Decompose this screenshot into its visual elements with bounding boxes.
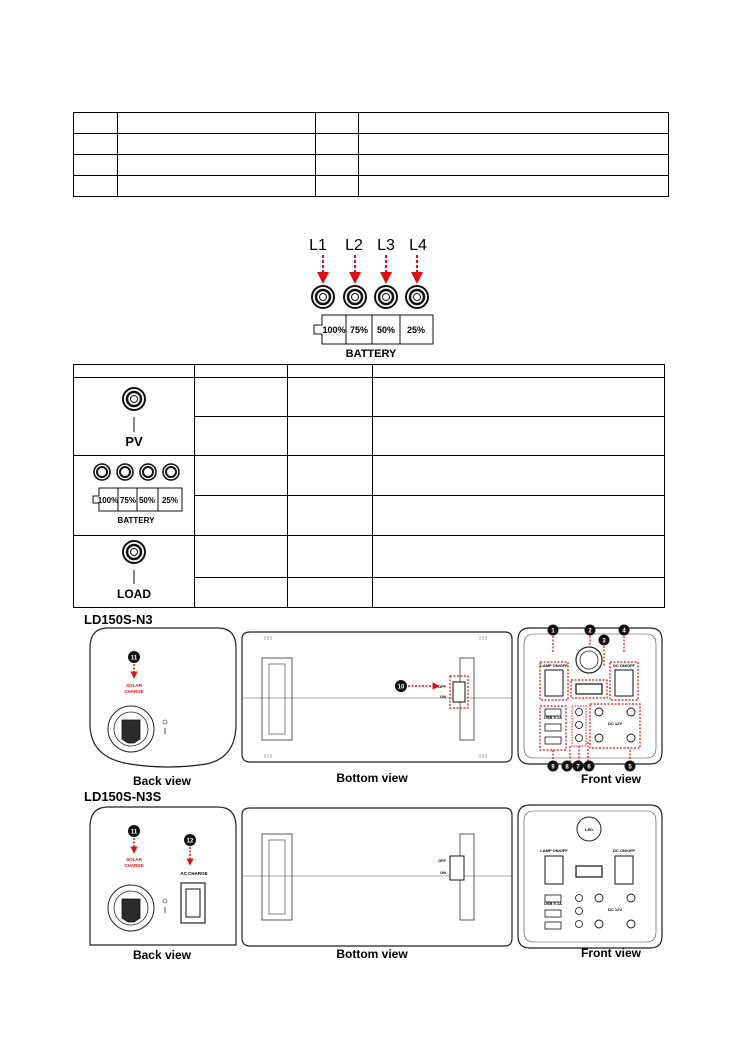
- table-header-row: [73, 364, 665, 378]
- svg-text:9: 9: [551, 765, 555, 771]
- n3s-front-view: LED LAMP ON/OFF DC ON/OFF USB 5.1A DC 12…: [517, 804, 663, 949]
- svg-text:12: 12: [187, 839, 194, 845]
- n3s-switch-on: ON: [440, 870, 446, 875]
- n3-front-view: 1 2 3 4 LAMP ON/OFF DC ON/OFF USB 5.1A: [517, 624, 663, 772]
- label-l1: L1: [309, 237, 327, 254]
- product-views: LD150S-N3 11 SOLAR CHARGE Back view OFF …: [84, 612, 663, 962]
- battery-cell: 100% 75% 50% 25% BATTERY: [73, 455, 195, 536]
- n3-switch-off: OFF: [438, 684, 447, 689]
- n3-bottom-view: OFF ON 10: [241, 631, 513, 763]
- spec-table: [73, 112, 669, 197]
- svg-text:11: 11: [131, 830, 138, 836]
- n3-lamp-label: LAMP ON/OFF: [540, 663, 568, 668]
- table-row: [74, 416, 665, 456]
- n3s-bottom-view-label: Bottom view: [336, 947, 408, 961]
- n3-dc-onoff-label: DC ON/OFF: [613, 663, 636, 668]
- battery-cell-label: BATTERY: [118, 516, 156, 525]
- n3s-solar-label-1: SOLAR: [126, 857, 143, 862]
- battery-pct-25: 25%: [407, 325, 425, 335]
- table-row: LOAD: [73, 535, 665, 608]
- load-led-icon: [122, 540, 146, 564]
- n3-bottom-view-label: Bottom view: [336, 771, 408, 785]
- table-row: PV: [73, 377, 665, 456]
- load-cell: LOAD: [73, 535, 195, 608]
- battery-pct-50: 50%: [377, 325, 395, 335]
- table-pct-25: 25%: [162, 496, 178, 505]
- n3s-front-view-label: Front view: [581, 946, 642, 960]
- led-l3-icon: [374, 285, 398, 309]
- model-n3s-title: LD150S-N3S: [84, 789, 162, 804]
- n3s-back-view-label: Back view: [133, 948, 192, 962]
- n3s-back-view: 11 SOLAR CHARGE 12 AC CHARGE: [89, 806, 237, 946]
- svg-text:10: 10: [398, 685, 405, 691]
- n3-switch-on: ON: [440, 694, 446, 699]
- solar-port-icon: [121, 719, 141, 744]
- svg-text:11: 11: [131, 656, 138, 662]
- n3s-solar-port-icon: [121, 898, 141, 923]
- load-label: LOAD: [117, 587, 151, 601]
- label-l4: L4: [409, 237, 427, 254]
- table-row: 100% 75% 50% 25% BATTERY: [73, 455, 665, 536]
- pv-label: PV: [125, 434, 143, 449]
- n3s-bottom-view: OFF ON: [241, 807, 513, 947]
- table-row: [73, 175, 669, 197]
- table-pct-100: 100%: [98, 496, 118, 505]
- n3-solar-label-1: SOLAR: [126, 683, 143, 688]
- table-row: [73, 154, 669, 176]
- indicator-diagram: L1 L2 L3 L4 100% 75% 50% 25% BATTERY: [309, 237, 434, 360]
- table-row: [74, 495, 665, 536]
- n3-dc12-label: DC 12V: [608, 721, 622, 726]
- pv-led-icon: [122, 387, 146, 411]
- label-l3: L3: [377, 237, 395, 254]
- svg-text:4: 4: [622, 629, 626, 635]
- front-callouts-bottom: 9 8 7 6 5: [547, 760, 636, 772]
- n3-solar-label-2: CHARGE: [124, 689, 144, 694]
- n3s-lamp-label: LAMP ON/OFF: [540, 848, 568, 853]
- table-row: [73, 133, 669, 155]
- label-l2: L2: [345, 237, 363, 254]
- n3s-dc-onoff-label: DC ON/OFF: [613, 848, 636, 853]
- n3s-switch-off: OFF: [438, 858, 447, 863]
- n3-front-view-label: Front view: [581, 772, 642, 786]
- n3-usb-label: USB 5.1A: [544, 715, 562, 720]
- n3-back-view: 11 SOLAR CHARGE: [89, 627, 237, 768]
- n3-back-view-label: Back view: [133, 774, 192, 788]
- n3s-led-lamp-icon: [576, 816, 602, 842]
- n3s-ac-label: AC CHARGE: [180, 871, 207, 876]
- led-l1-icon: [311, 285, 335, 309]
- callout-12: [184, 834, 196, 846]
- callout-11: [128, 651, 140, 663]
- table-battery-icon: [92, 487, 183, 512]
- n3s-led-label: LED: [585, 827, 593, 832]
- model-n3-title: LD150S-N3: [84, 612, 153, 627]
- svg-text:5: 5: [628, 765, 632, 771]
- svg-text:3: 3: [602, 639, 606, 645]
- battery-leds-icon: [93, 463, 180, 481]
- battery-pct-75: 75%: [350, 325, 368, 335]
- status-table: PV 100% 75% 50% 25%: [73, 364, 665, 609]
- battery-pct-100: 100%: [322, 325, 345, 335]
- svg-text:8: 8: [565, 765, 569, 771]
- callout-11-n3s: [128, 825, 140, 837]
- battery-icon: [313, 314, 434, 345]
- table-pct-75: 75%: [120, 496, 136, 505]
- table-pct-50: 50%: [139, 496, 155, 505]
- table-row: [73, 112, 669, 134]
- table-row: [74, 576, 665, 609]
- front-callouts-top: 1 2 3 4: [547, 624, 630, 646]
- n3s-dc12-label: DC 12V: [608, 907, 622, 912]
- svg-text:7: 7: [576, 765, 580, 771]
- svg-text:1: 1: [551, 629, 555, 635]
- battery-title: BATTERY: [346, 348, 397, 360]
- led-l2-icon: [343, 285, 367, 309]
- pv-cell: PV: [73, 377, 195, 456]
- n3s-solar-label-2: CHARGE: [124, 863, 144, 868]
- n3s-usb-label: USB 5.1A: [544, 901, 562, 906]
- svg-text:6: 6: [587, 765, 591, 771]
- led-l4-icon: [405, 285, 429, 309]
- svg-text:2: 2: [588, 629, 592, 635]
- callout-10: [395, 680, 407, 692]
